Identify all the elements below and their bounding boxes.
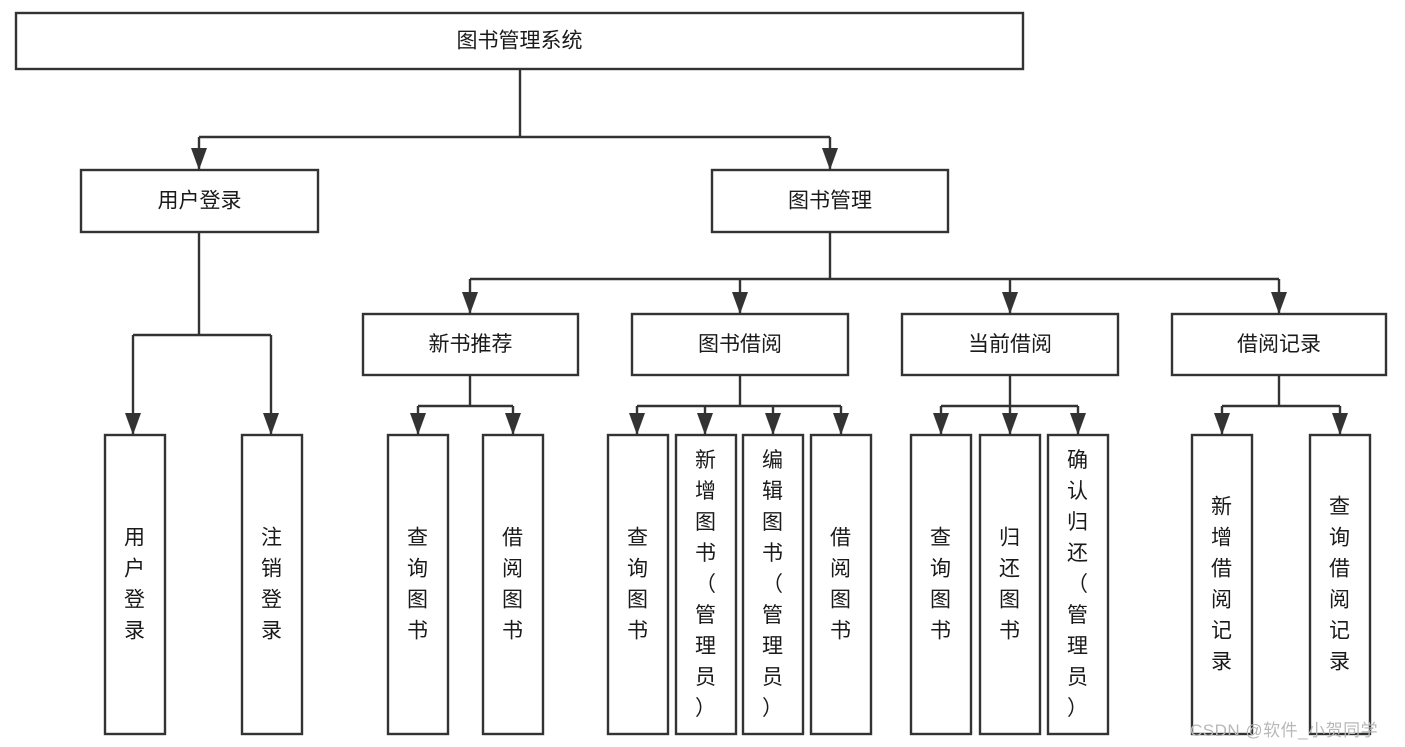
arrow-head-icon (765, 413, 781, 435)
node-leaf-10[interactable]: 确认归还（管理员） (1046, 433, 1110, 736)
node-label: 用户登录 (124, 527, 146, 643)
node-box[interactable] (361, 312, 580, 377)
arrow-head-icon (1214, 413, 1230, 435)
node-box[interactable] (79, 168, 320, 234)
node-root-图书管理系统[interactable]: 图书管理系统 (14, 11, 1025, 71)
node-label: 借阅记录 (1237, 333, 1321, 356)
arrow-head-icon (697, 413, 713, 435)
node-leaf-5[interactable]: 新增图书（管理员） (674, 433, 738, 736)
node-label: 查询图书 (930, 527, 952, 643)
node-label: 查询图书 (627, 527, 649, 643)
node-box[interactable] (103, 433, 167, 736)
node-level3-3[interactable]: 借阅记录 (1170, 312, 1388, 377)
node-label: 编辑图书（管理员） (762, 449, 784, 720)
node-box[interactable] (481, 433, 545, 736)
node-label: 注销登录 (261, 527, 283, 643)
arrow-head-icon (462, 292, 478, 314)
node-box[interactable] (909, 433, 973, 736)
node-leaf-9[interactable]: 归还图书 (978, 433, 1042, 736)
arrow-head-icon (410, 413, 426, 435)
node-box[interactable] (606, 433, 670, 736)
arrow-head-icon (505, 413, 521, 435)
arrow-head-icon (833, 413, 849, 435)
node-leaf-12[interactable]: 查询借阅记录 (1308, 433, 1372, 736)
node-level3-1[interactable]: 图书借阅 (630, 312, 850, 377)
node-box[interactable] (14, 11, 1025, 71)
csdn-watermark: CSDN @软件_小贺同学 (1190, 721, 1379, 740)
node-label: 归还图书 (999, 527, 1021, 643)
arrow-head-icon (1002, 292, 1018, 314)
node-box[interactable] (630, 312, 850, 377)
node-box[interactable] (240, 433, 304, 736)
node-level2-0[interactable]: 用户登录 (79, 168, 320, 234)
arrow-head-icon (1070, 413, 1086, 435)
node-label: 确认归还（管理员） (1067, 449, 1089, 720)
arrow-head-icon (822, 148, 838, 170)
node-box[interactable] (1046, 433, 1110, 736)
node-box[interactable] (900, 312, 1120, 377)
node-level3-0[interactable]: 新书推荐 (361, 312, 580, 377)
node-box[interactable] (674, 433, 738, 736)
node-label: 图书管理系统 (457, 30, 583, 53)
connector-edges-layer (125, 69, 1348, 435)
node-box[interactable] (386, 433, 450, 736)
node-label: 新增借阅记录 (1211, 496, 1233, 674)
node-box[interactable] (978, 433, 1042, 736)
node-label: 用户登录 (158, 190, 242, 213)
arrow-head-icon (732, 292, 748, 314)
node-leaf-0[interactable]: 用户登录 (103, 433, 167, 736)
node-label: 新书推荐 (429, 333, 513, 356)
node-level3-2[interactable]: 当前借阅 (900, 312, 1120, 377)
node-leaf-6[interactable]: 编辑图书（管理员） (741, 433, 805, 736)
arrow-head-icon (1002, 413, 1018, 435)
node-box[interactable] (741, 433, 805, 736)
node-label: 查询借阅记录 (1329, 496, 1351, 674)
node-box[interactable] (809, 433, 873, 736)
node-label: 借阅图书 (830, 527, 852, 643)
node-label: 借阅图书 (502, 527, 524, 643)
node-label: 图书借阅 (698, 333, 782, 356)
node-box[interactable] (1308, 433, 1372, 736)
node-box[interactable] (710, 168, 950, 234)
node-leaf-7[interactable]: 借阅图书 (809, 433, 873, 736)
arrow-head-icon (191, 148, 207, 170)
arrow-head-icon (263, 413, 279, 435)
node-leaf-1[interactable]: 注销登录 (240, 433, 304, 736)
node-leaf-4[interactable]: 查询图书 (606, 433, 670, 736)
node-box[interactable] (1170, 312, 1388, 377)
node-boxes-layer: 图书管理系统用户登录图书管理新书推荐图书借阅当前借阅借阅记录用户登录注销登录查询… (14, 11, 1388, 736)
arrow-head-icon (629, 413, 645, 435)
arrow-head-icon (125, 413, 141, 435)
arrow-head-icon (1271, 292, 1287, 314)
arrow-head-icon (1332, 413, 1348, 435)
arrow-head-icon (933, 413, 949, 435)
node-label: 新增图书（管理员） (695, 449, 717, 720)
node-leaf-8[interactable]: 查询图书 (909, 433, 973, 736)
node-leaf-11[interactable]: 新增借阅记录 (1190, 433, 1254, 736)
node-label: 图书管理 (788, 190, 872, 213)
node-label: 查询图书 (407, 527, 429, 643)
node-level2-1[interactable]: 图书管理 (710, 168, 950, 234)
node-leaf-2[interactable]: 查询图书 (386, 433, 450, 736)
node-label: 当前借阅 (968, 333, 1052, 356)
node-box[interactable] (1190, 433, 1254, 736)
node-leaf-3[interactable]: 借阅图书 (481, 433, 545, 736)
